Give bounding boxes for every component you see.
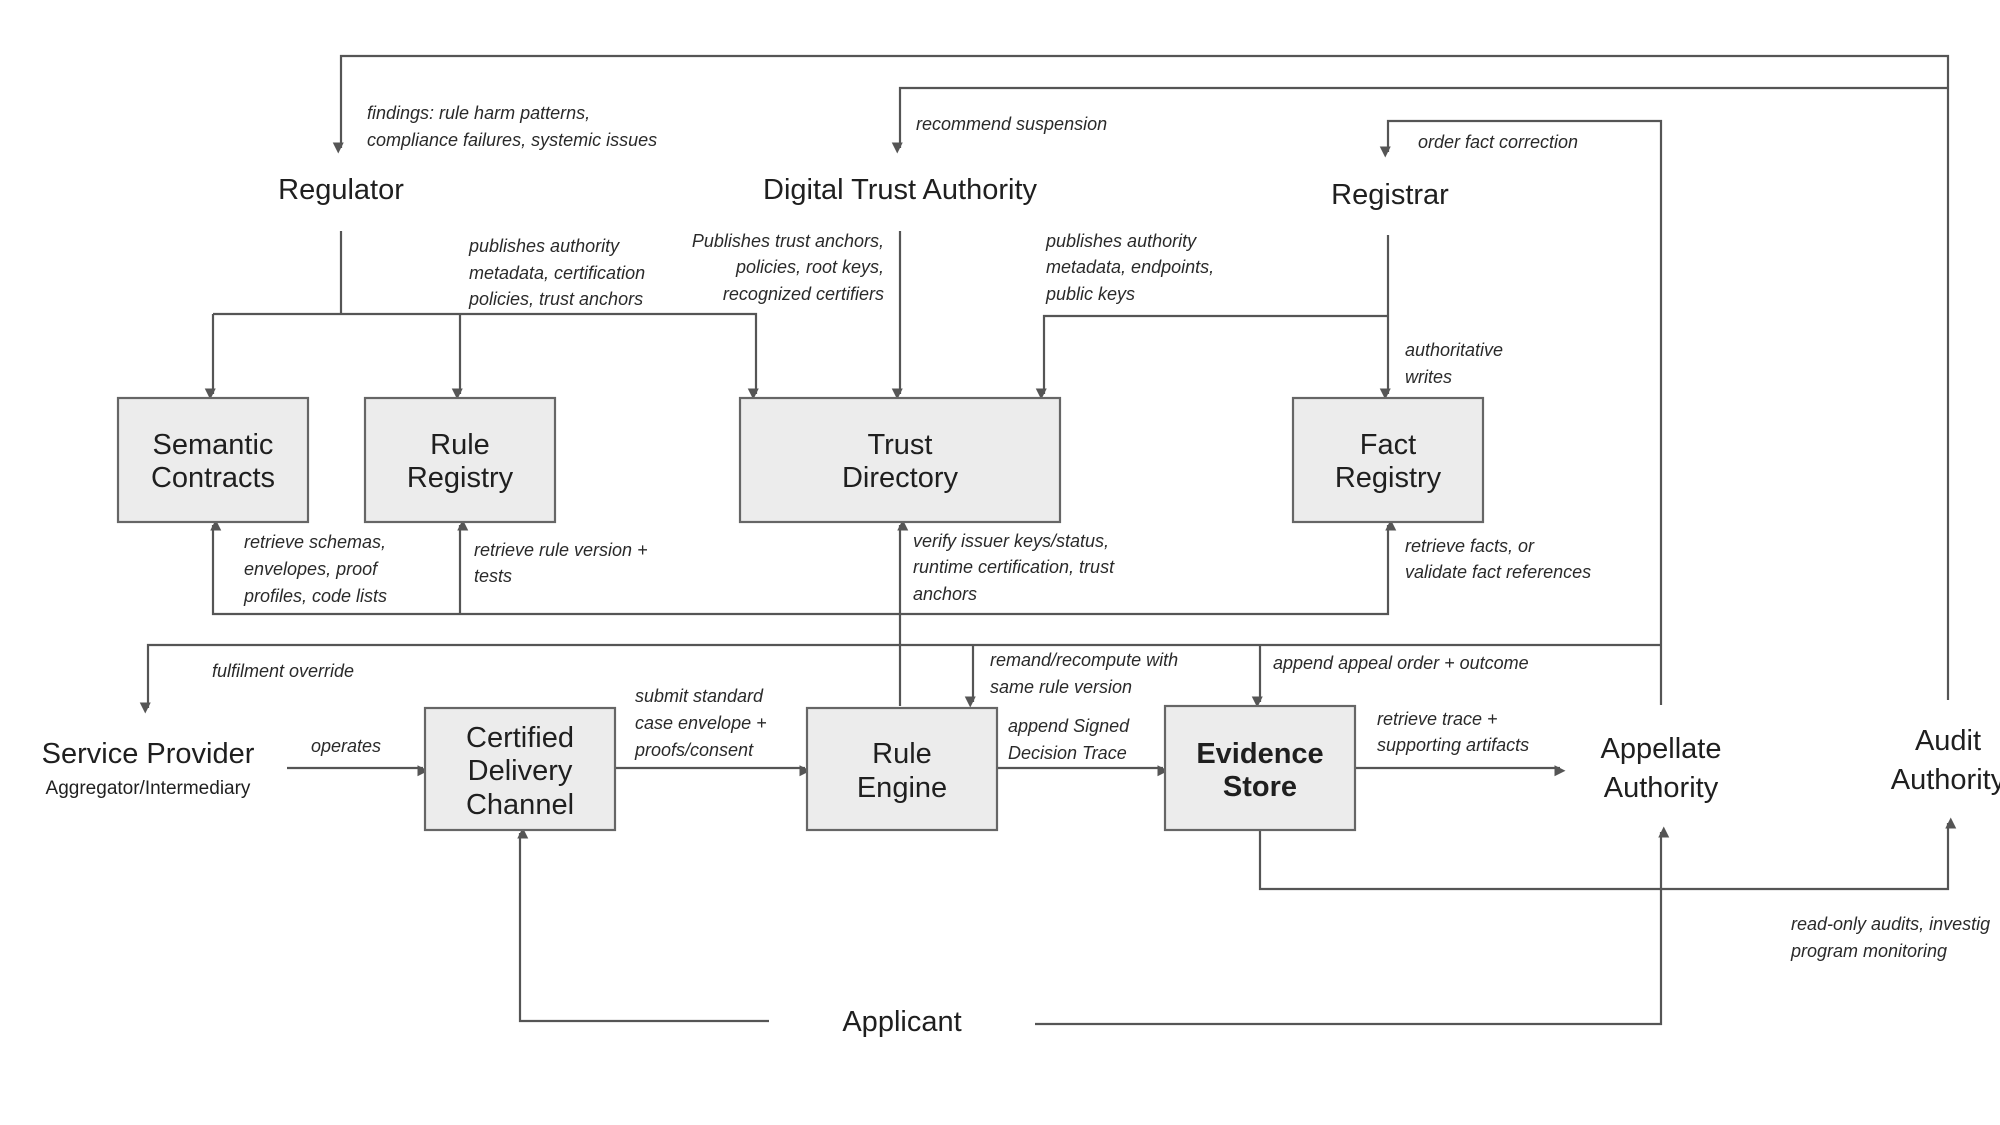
audit-authority-label-2: Authority (1891, 764, 2000, 796)
label-verify-issuer-line-1: verify issuer keys/status, (913, 531, 1109, 551)
edge-evidence-to-audit (1258, 817, 1957, 891)
label-findings-line-1: findings: rule harm patterns, (367, 103, 590, 123)
label-remand-line-2: same rule version (990, 677, 1132, 697)
edge-appellate-to-registrar (1379, 119, 1663, 705)
label-retrieve-trace-line-2: supporting artifacts (1377, 735, 1529, 755)
edge-applicant-to-appellate (1035, 826, 1670, 1026)
label-retrieve-rule-version-line-1: retrieve rule version + (474, 540, 648, 560)
appellate-authority-label-1: Appellate (1601, 733, 1722, 765)
label-verify-issuer: verify issuer keys/status, runtime certi… (913, 531, 1115, 604)
trust-directory-label-1: Trust (868, 429, 933, 461)
applicant-label: Applicant (842, 1006, 961, 1038)
trust-directory-box: Trust Directory (738, 396, 1062, 524)
digital-trust-authority-label: Digital Trust Authority (763, 174, 1037, 206)
label-remand: remand/recompute with same rule version (990, 650, 1178, 697)
label-authoritative-writes-line-2: writes (1405, 367, 1452, 387)
fact-registry-label-1: Fact (1360, 429, 1416, 461)
label-retrieve-facts-line-2: validate fact references (1405, 562, 1591, 582)
fact-registry-label-2: Registry (1335, 462, 1442, 494)
label-read-only-audits: read-only audits, investig program monit… (1790, 914, 1990, 961)
edge-audit-to-regulator (332, 54, 1950, 700)
label-retrieve-facts-line-1: retrieve facts, or (1405, 536, 1535, 556)
label-authoritative-writes-line-1: authoritative (1405, 340, 1503, 360)
label-order-fact-correction: order fact correction (1418, 132, 1578, 152)
edge-fulfilment-override (139, 643, 1661, 714)
edge-regulator-to-trust-directory (213, 312, 759, 400)
label-findings: findings: rule harm patterns, compliance… (367, 103, 657, 150)
label-findings-line-2: compliance failures, systemic issues (367, 130, 657, 150)
label-append-trace-line-1: append Signed (1008, 716, 1130, 736)
label-verify-issuer-line-2: runtime certification, trust (913, 557, 1115, 577)
label-retrieve-facts: retrieve facts, or validate fact referen… (1405, 536, 1591, 582)
label-retrieve-schemas-line-1: retrieve schemas, (244, 532, 386, 552)
fact-registry-box: Fact Registry (1291, 396, 1485, 524)
label-retrieve-trace: retrieve trace + supporting artifacts (1377, 709, 1529, 755)
label-dta-publishes: Publishes trust anchors, policies, root … (692, 231, 884, 304)
service-provider-label: Service Provider (42, 738, 255, 770)
label-dta-publishes-line-1: Publishes trust anchors, (692, 231, 884, 251)
rule-engine-label-2: Engine (857, 772, 947, 804)
rule-registry-label-1: Rule (430, 429, 490, 461)
label-retrieve-rule-version: retrieve rule version + tests (474, 540, 648, 586)
edge-lookup-bus (210, 519, 1397, 616)
semantic-contracts-box: Semantic Contracts (116, 396, 310, 524)
label-verify-issuer-line-3: anchors (913, 584, 977, 604)
rule-engine-box: Rule Engine (805, 706, 999, 832)
label-append-trace: append Signed Decision Trace (1008, 716, 1130, 763)
label-regulator-publishes: publishes authority metadata, certificat… (468, 236, 645, 309)
label-append-trace-line-2: Decision Trace (1008, 743, 1127, 763)
service-provider-sub-label: Aggregator/Intermediary (46, 778, 251, 799)
label-dta-publishes-line-3: recognized certifiers (723, 284, 884, 304)
edge-registrar-to-trust-directory (1035, 314, 1388, 400)
rule-registry-box: Rule Registry (363, 396, 557, 524)
label-regulator-publishes-line-1: publishes authority (468, 236, 620, 256)
label-retrieve-schemas-line-2: envelopes, proof (244, 559, 379, 579)
connectors (139, 54, 1957, 1026)
certified-delivery-channel-label-1: Certified (466, 722, 574, 754)
rule-registry-label-2: Registry (407, 462, 514, 494)
label-append-appeal: append appeal order + outcome (1273, 653, 1529, 673)
evidence-store-label-1: Evidence (1196, 738, 1323, 770)
label-retrieve-schemas: retrieve schemas, envelopes, proof profi… (243, 532, 387, 606)
evidence-store-label-2: Store (1223, 771, 1297, 803)
label-read-only-audits-line-1: read-only audits, investig (1791, 914, 1990, 934)
evidence-store-box: Evidence Store (1163, 704, 1357, 832)
label-retrieve-rule-version-line-2: tests (474, 566, 512, 586)
label-submit-envelope-line-1: submit standard (635, 686, 764, 706)
label-registrar-publishes: publishes authority metadata, endpoints,… (1045, 231, 1214, 304)
edge-applicant-to-delivery (517, 827, 769, 1023)
certified-delivery-channel-label-2: Delivery (468, 755, 573, 787)
label-fulfilment-override: fulfilment override (212, 661, 354, 681)
label-registrar-publishes-line-1: publishes authority (1045, 231, 1197, 251)
trust-directory-label-2: Directory (842, 462, 959, 494)
label-operates: operates (311, 736, 381, 756)
edge-audit-to-dta (891, 86, 1948, 154)
label-regulator-publishes-line-2: metadata, certification (469, 263, 645, 283)
appellate-authority-label-2: Authority (1604, 772, 1719, 804)
label-recommend-suspension: recommend suspension (916, 114, 1107, 134)
label-read-only-audits-line-2: program monitoring (1790, 941, 1947, 961)
certified-delivery-channel-box: Certified Delivery Channel (423, 706, 617, 832)
label-retrieve-schemas-line-3: profiles, code lists (243, 586, 387, 606)
label-retrieve-trace-line-1: retrieve trace + (1377, 709, 1498, 729)
label-registrar-publishes-line-2: metadata, endpoints, (1046, 257, 1214, 277)
label-authoritative-writes: authoritative writes (1405, 340, 1503, 387)
label-submit-envelope-line-3: proofs/consent (634, 740, 754, 760)
semantic-contracts-label-1: Semantic (153, 429, 274, 461)
label-submit-envelope: submit standard case envelope + proofs/c… (634, 686, 767, 760)
label-registrar-publishes-line-3: public keys (1045, 284, 1135, 304)
label-regulator-publishes-line-3: policies, trust anchors (468, 289, 643, 309)
audit-authority-label-1: Audit (1915, 725, 1981, 757)
label-dta-publishes-line-2: policies, root keys, (735, 257, 884, 277)
label-remand-line-1: remand/recompute with (990, 650, 1178, 670)
semantic-contracts-label-2: Contracts (151, 462, 275, 494)
rule-engine-label-1: Rule (872, 738, 932, 770)
certified-delivery-channel-label-3: Channel (466, 789, 574, 821)
registrar-label: Registrar (1331, 179, 1449, 211)
label-submit-envelope-line-2: case envelope + (635, 713, 767, 733)
regulator-label: Regulator (278, 174, 404, 206)
